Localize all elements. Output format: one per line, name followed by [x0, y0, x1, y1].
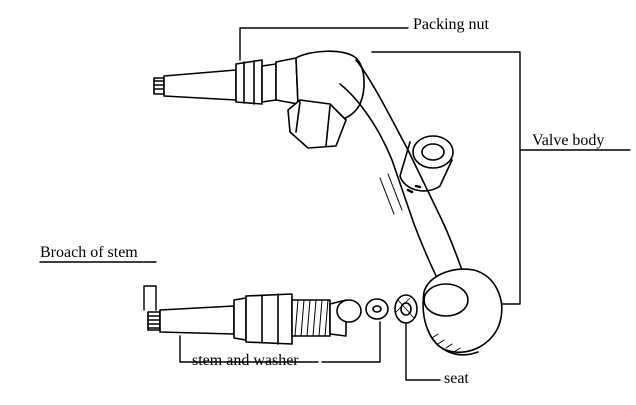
packing-nut-shape — [235, 59, 263, 105]
washer-shape — [365, 298, 389, 320]
seat-shape — [394, 294, 418, 324]
label-seat: seat — [444, 370, 469, 387]
label-stem-and-washer: stem and washer — [192, 352, 299, 369]
upper-stem-assembly — [153, 57, 299, 105]
leader-packing-nut — [239, 27, 409, 61]
valve-body-shape — [287, 50, 503, 356]
label-valve-body: Valve body — [532, 132, 605, 149]
leader-lines — [39, 27, 631, 381]
lower-stem-assembly — [147, 293, 362, 345]
leader-seat — [405, 323, 441, 381]
label-packing-nut: Packing nut — [413, 16, 489, 33]
label-broach-of-stem: Broach of stem — [40, 244, 138, 261]
leader-valve-body — [371, 51, 521, 305]
leader-stem-washer — [179, 335, 319, 363]
